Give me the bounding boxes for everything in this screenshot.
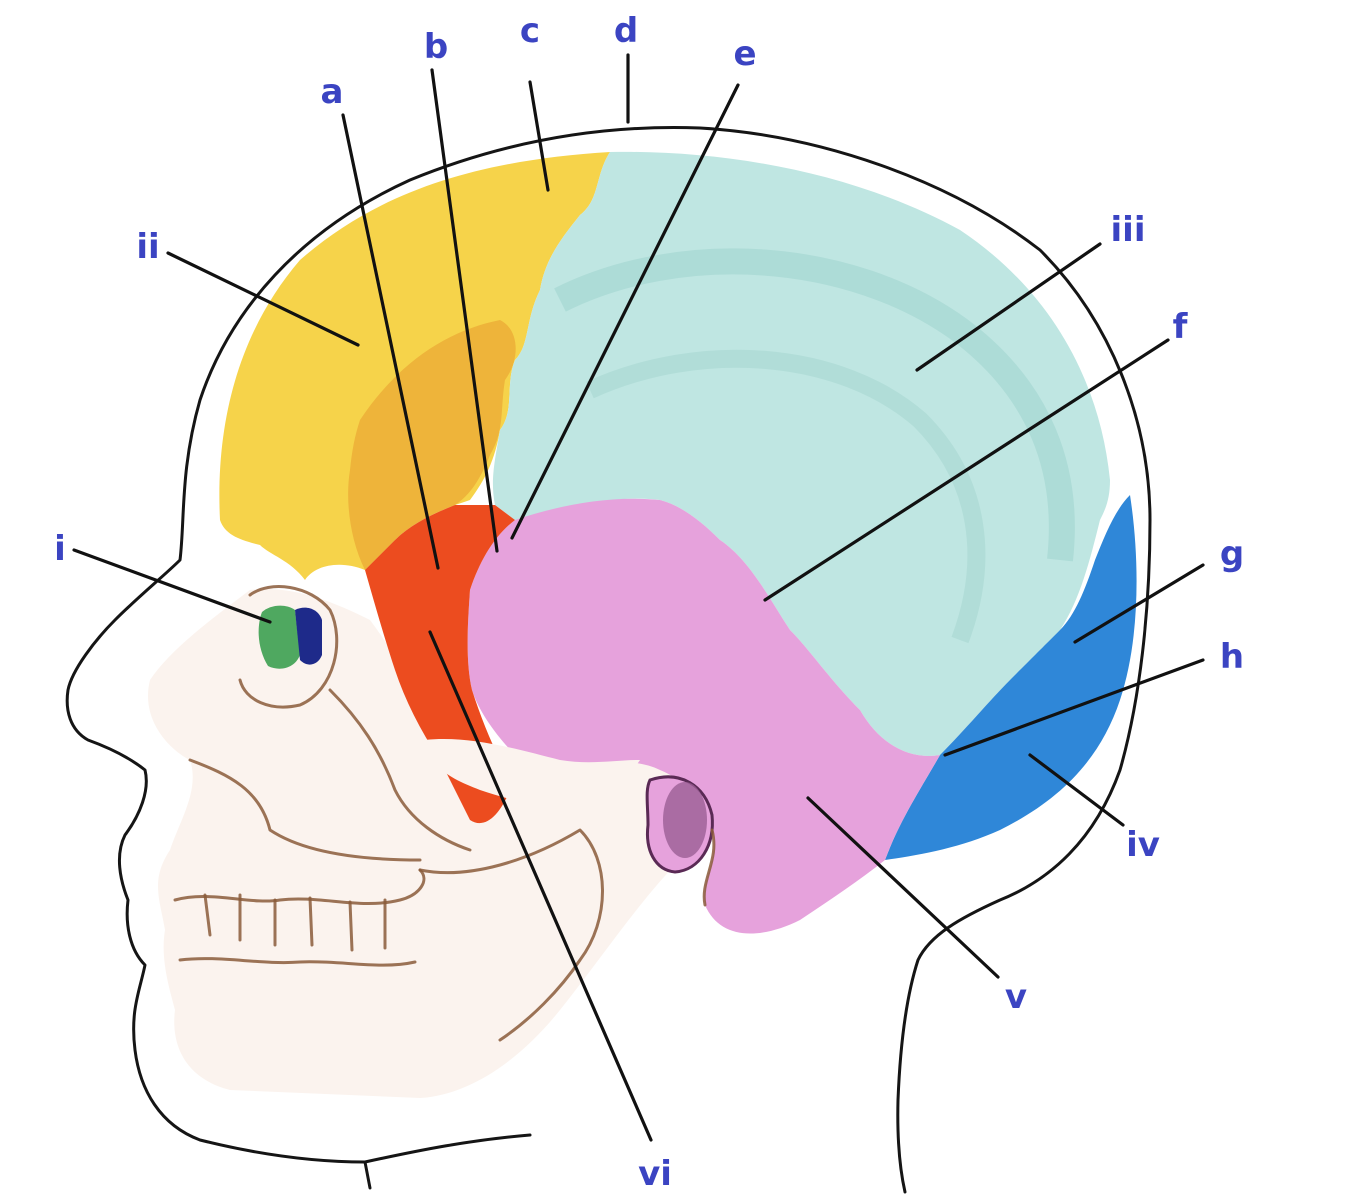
label-i: i	[54, 529, 66, 569]
leader-line-iv	[1028, 753, 1125, 827]
lower-teeth	[178, 957, 417, 967]
label-e: e	[733, 34, 756, 74]
neck-front-outline	[363, 1133, 532, 1164]
upper-teeth	[173, 868, 426, 906]
leader-line-v	[806, 796, 1000, 979]
leader-line-f	[763, 338, 1170, 602]
label-a: a	[321, 72, 344, 112]
label-v: v	[1005, 977, 1027, 1017]
ear-canal-opening	[663, 782, 707, 858]
leader-line-a	[341, 113, 440, 570]
mastoid-outline	[702, 828, 716, 907]
skull-regions	[148, 151, 1137, 1098]
leader-line-ii	[166, 251, 360, 347]
temporal-bone-region	[467, 498, 940, 934]
leader-line-iii	[915, 242, 1102, 372]
parietal-shading-inner	[586, 349, 986, 644]
occipital-bone-region	[885, 495, 1137, 860]
leader-line-vi	[428, 630, 653, 1142]
label-vi: vi	[638, 1154, 672, 1194]
leader-line-e	[510, 83, 740, 540]
parietal-bone-region	[492, 151, 1110, 756]
leader-line-c	[528, 80, 550, 192]
label-d: d	[614, 11, 638, 51]
skull-outlines	[173, 585, 716, 1042]
head-silhouette	[65, 126, 1152, 1194]
label-ii: ii	[136, 227, 159, 267]
label-iv: iv	[1126, 825, 1160, 865]
labels: a b c d e f g h i ii iii iv v vi	[54, 11, 1244, 1194]
mandible-outline	[418, 828, 604, 1042]
leader-line-h	[943, 658, 1205, 757]
label-f: f	[1173, 307, 1189, 347]
zygomatic-arch	[425, 739, 640, 806]
label-c: c	[520, 11, 540, 51]
label-b: b	[424, 27, 448, 67]
leader-line-i	[72, 548, 272, 624]
head-outline	[65, 126, 1152, 1194]
leader-line-b	[430, 68, 499, 553]
tooth-separators	[203, 893, 387, 952]
orbit-outline	[238, 585, 339, 709]
ethmoid-bone-region	[258, 605, 300, 669]
maxilla-outline	[188, 758, 422, 862]
parietal-shading	[554, 248, 1075, 562]
leader-lines	[72, 53, 1205, 1142]
label-iii: iii	[1111, 210, 1146, 250]
lacrimal-bone-region	[295, 607, 322, 665]
facial-bones-region	[148, 589, 701, 1098]
leader-line-g	[1073, 563, 1205, 644]
label-h: h	[1220, 637, 1244, 677]
label-g: g	[1220, 534, 1244, 574]
cheek-outline	[328, 688, 472, 852]
